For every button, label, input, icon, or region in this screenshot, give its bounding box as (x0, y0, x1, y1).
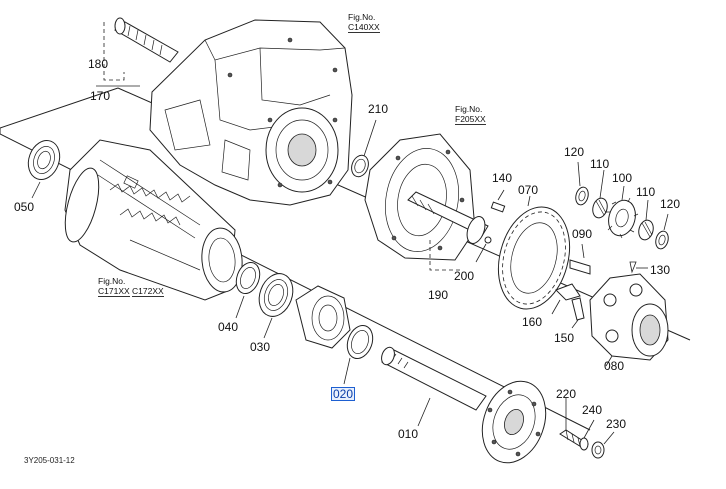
key-140-drawing (490, 201, 506, 213)
part-label-190[interactable]: 190 (428, 288, 449, 302)
leader-210 (363, 119, 377, 157)
pin-090-drawing (569, 259, 591, 275)
part-label-150[interactable]: 150 (554, 331, 575, 345)
part-label-230[interactable]: 230 (606, 417, 627, 431)
bearing-cage-drawing (295, 285, 351, 349)
bolt-150-drawing (571, 297, 585, 321)
part-label-110-right[interactable]: 110 (636, 185, 656, 199)
part-label-040[interactable]: 040 (218, 320, 239, 334)
part-label-100[interactable]: 100 (612, 171, 633, 185)
figure-ref-middle-line-1: Fig.No. (455, 104, 483, 114)
needle-bearing-110-left-drawing (592, 197, 608, 219)
leader-160 (551, 299, 561, 315)
axle-shaft-010-drawing (381, 346, 547, 464)
part-label-020-selected[interactable]: 020 (330, 387, 356, 401)
part-label-080[interactable]: 080 (604, 359, 625, 373)
figure-ref-left: Fig.No. C171XX C172XX (98, 276, 164, 297)
leader-040 (235, 295, 245, 319)
leader-150 (571, 319, 579, 329)
leader-120-right (663, 213, 669, 231)
diagram-code: 3Y205-031-12 (24, 456, 75, 465)
figure-ref-left-line-2[interactable]: C171XX (98, 286, 130, 297)
clip-130-drawing (629, 261, 637, 274)
nut-230-drawing (591, 441, 605, 459)
leader-050 (31, 181, 41, 199)
part-label-170[interactable]: 170 (90, 89, 111, 103)
figure-ref-left-line-3[interactable]: C172XX (132, 286, 164, 297)
part-label-180[interactable]: 180 (88, 57, 109, 71)
guide-line-190 (429, 240, 460, 271)
part-label-050[interactable]: 050 (14, 200, 35, 214)
part-label-030[interactable]: 030 (250, 340, 271, 354)
pinion-shaft-190-drawing (407, 191, 489, 244)
leader-230 (603, 431, 615, 445)
figure-ref-top: Fig.No. C140XX (348, 12, 380, 33)
part-label-140[interactable]: 140 (492, 171, 513, 185)
seal-050-drawing (27, 140, 61, 180)
part-label-160[interactable]: 160 (522, 315, 543, 329)
leader-010 (417, 397, 431, 427)
figure-ref-middle: Fig.No. F205XX (455, 104, 486, 125)
collar-020-drawing (346, 325, 374, 359)
part-label-200[interactable]: 200 (454, 269, 475, 283)
bracket-160-drawing (555, 283, 581, 301)
guide-line-180 (103, 22, 125, 81)
leader-140 (497, 189, 505, 201)
figure-ref-middle-line-2[interactable]: F205XX (455, 114, 486, 125)
bearing-030-drawing (258, 273, 294, 317)
part-label-210[interactable]: 210 (368, 102, 389, 116)
planet-carrier-080-drawing (589, 273, 669, 361)
needle-bearing-110-right-drawing (638, 219, 654, 241)
leader-090 (581, 243, 585, 259)
leader-110-right (645, 199, 649, 221)
washer-240-drawing (579, 437, 589, 451)
pin-200-drawing (484, 236, 492, 244)
figure-ref-left-line-1: Fig.No. (98, 276, 126, 286)
planet-gear-100-drawing (606, 197, 639, 239)
seal-040-drawing (235, 262, 261, 294)
figure-ref-top-line-2[interactable]: C140XX (348, 22, 380, 33)
leader-120-left (577, 161, 581, 187)
leader-020 (343, 357, 351, 385)
leader-070 (527, 195, 531, 207)
shaft-180-drawing (114, 17, 179, 63)
seal-ring-210-drawing (351, 154, 369, 178)
leader-110-left (599, 169, 605, 199)
thrust-washer-120-left-drawing (575, 186, 589, 206)
ring-gear-070-drawing (498, 206, 570, 310)
leader-200 (475, 243, 487, 263)
part-label-010[interactable]: 010 (398, 427, 419, 441)
axle-housing-drawing (64, 139, 243, 301)
part-label-090[interactable]: 090 (572, 227, 593, 241)
leader-240 (583, 419, 595, 439)
part-label-120-left[interactable]: 120 (564, 145, 585, 159)
leader-100 (621, 185, 625, 201)
transmission-case-drawing (149, 19, 353, 206)
part-label-130[interactable]: 130 (650, 263, 671, 277)
figure-ref-top-line-1: Fig.No. (348, 12, 376, 22)
leader-080 (605, 355, 613, 367)
leader-030 (263, 317, 273, 339)
thrust-washer-120-right-drawing (655, 230, 669, 250)
part-label-220[interactable]: 220 (556, 387, 577, 401)
part-label-070[interactable]: 070 (518, 183, 539, 197)
part-label-110-left[interactable]: 110 (590, 157, 610, 171)
part-label-120-right[interactable]: 120 (660, 197, 681, 211)
part-label-240[interactable]: 240 (582, 403, 603, 417)
